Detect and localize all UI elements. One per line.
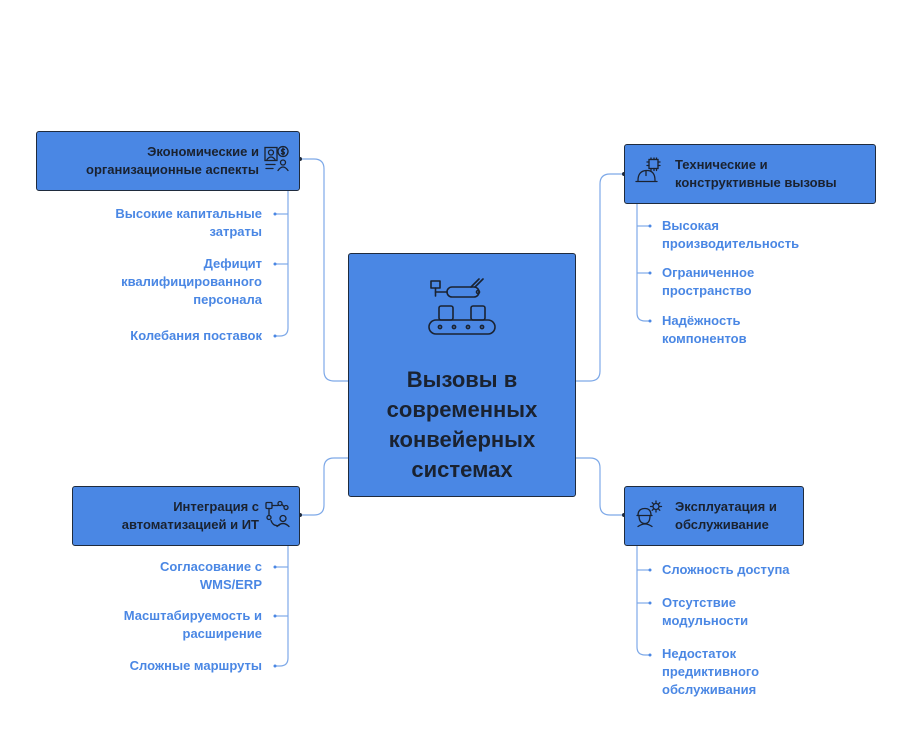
integration-item-1: Согласование с WMS/ERP <box>159 559 262 592</box>
category-integration-title: Интеграция с автоматизацией и ИТ <box>121 499 259 532</box>
operation-item-3: Недостаток предиктивного обслуживания <box>662 646 760 697</box>
technical-item-1: Высокая производительность <box>662 218 800 251</box>
integration-item-2: Масштабируемость и расширение <box>123 608 262 641</box>
integration-item-3: Сложные маршруты <box>129 658 262 673</box>
technical-item-3: Надёжность компонентов <box>662 313 747 346</box>
center-title: Вызовы в современных конвейерных система… <box>386 367 538 482</box>
category-economic-title: Экономические и организационные аспекты <box>86 144 259 177</box>
operation-item-2: Отсутствие модульности <box>662 595 749 628</box>
technical-item-2: Ограниченное пространство <box>662 265 755 298</box>
economic-item-2: Дефицит квалифицированного персонала <box>121 256 262 307</box>
chip-helmet-icon <box>635 156 663 191</box>
category-technical-title: Технические и конструктивные вызовы <box>675 157 837 190</box>
conveyor-robot-icon <box>427 278 497 345</box>
network-integration-icon <box>263 500 291 533</box>
category-integration: Интеграция с автоматизацией и ИТ <box>72 486 300 546</box>
category-operation-title: Эксплуатация и обслуживание <box>675 499 777 532</box>
worker-gear-icon <box>635 500 663 533</box>
category-economic: Экономические и организационные аспекты <box>36 131 300 191</box>
economic-item-1: Высокие капитальные затраты <box>115 206 262 239</box>
category-technical: Технические и конструктивные вызовы <box>624 144 876 204</box>
economic-item-3: Колебания поставок <box>130 328 262 343</box>
center-node: Вызовы в современных конвейерных система… <box>348 253 576 497</box>
category-operation: Эксплуатация и обслуживание <box>624 486 804 546</box>
finance-person-icon <box>263 145 291 178</box>
operation-item-1: Сложность доступа <box>662 562 790 577</box>
